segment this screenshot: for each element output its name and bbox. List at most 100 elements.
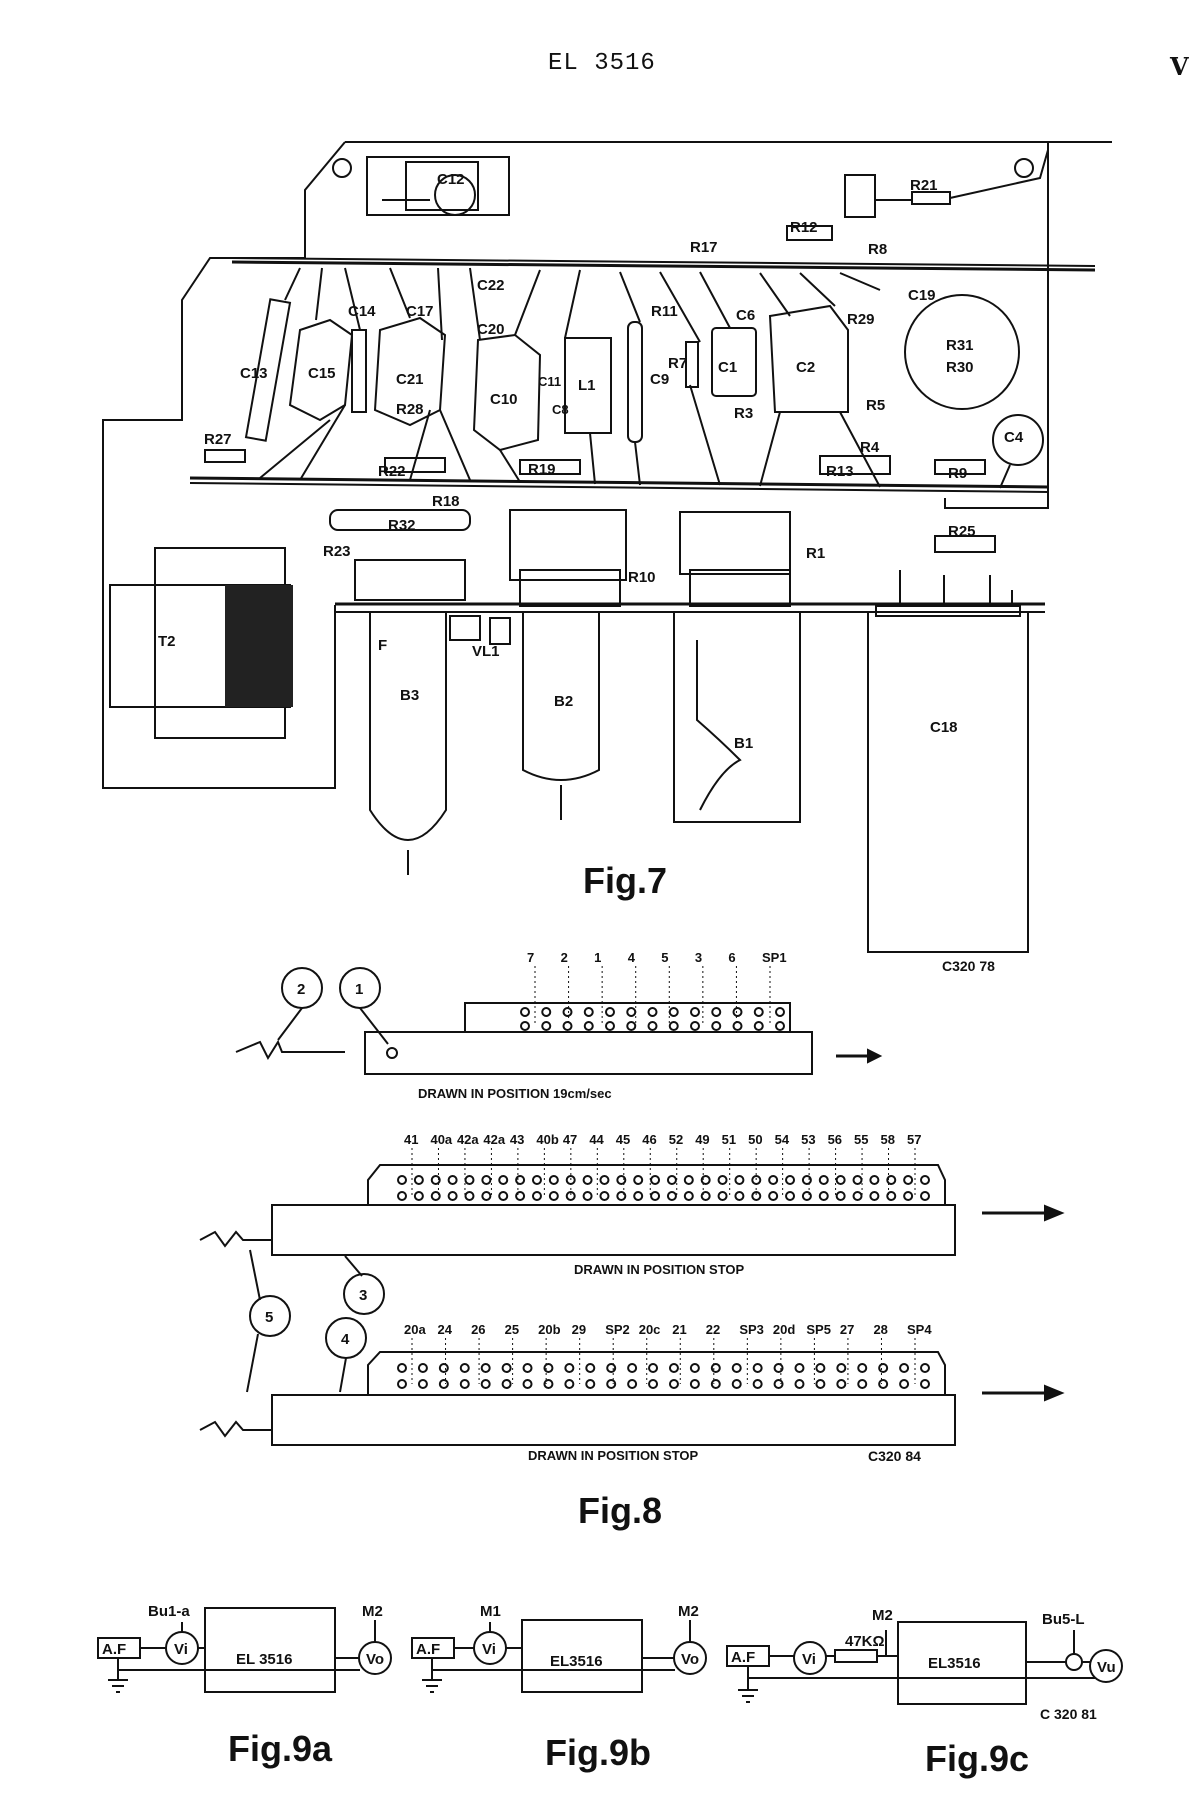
slider3-contact-dot	[564, 1379, 575, 1389]
label-C9: C9	[650, 371, 669, 388]
page-number: V	[1170, 52, 1190, 81]
slider3-contact-dot	[543, 1379, 554, 1389]
slider2-pin-label: 56	[828, 1132, 842, 1147]
fig7-labels: C12 R21 R12 R8 R17 C22 C14 C17 C20 R11 C…	[158, 171, 1024, 752]
slider3-contact-dot	[522, 1379, 533, 1389]
slider3-contact-dot	[438, 1363, 449, 1373]
slider2-contact-dot	[734, 1175, 745, 1185]
slider1-contact-dot	[690, 1021, 700, 1031]
circle-label-4: 4	[341, 1331, 350, 1348]
slider3-contact-dot	[480, 1363, 491, 1373]
slider1-contact-dot	[626, 1021, 637, 1031]
label-C14: C14	[348, 303, 376, 320]
label-R13: R13	[826, 463, 854, 480]
fig9a-out-tag: M2	[362, 1603, 383, 1620]
label-R3: R3	[734, 405, 753, 422]
slider2-contact-dot	[616, 1175, 627, 1185]
label-R32: R32	[388, 517, 416, 534]
slider2-pin-label: 45	[616, 1132, 630, 1147]
slider3-contact-dot	[815, 1363, 826, 1373]
slider1-contact-dot	[753, 1007, 764, 1017]
fig8-text: DRAWN IN POSITION 19cm/sec DRAWN IN POSI…	[265, 981, 745, 1463]
slider2-contact-dot	[852, 1191, 863, 1201]
slider2-pin-label: 44	[589, 1132, 604, 1147]
slider3-pin-label: 25	[505, 1322, 519, 1337]
slider2-contact-dot	[413, 1175, 424, 1185]
slider2-contact-dot	[650, 1191, 661, 1201]
slider2-contact-dot	[920, 1175, 930, 1185]
label-R1: R1	[806, 545, 825, 562]
slider2-contact-dot	[650, 1175, 661, 1185]
fig9b-out-tag: M2	[678, 1603, 699, 1620]
label-R21: R21	[910, 177, 938, 194]
slider2-contact-dot	[666, 1191, 677, 1201]
slider2-contact-dot	[886, 1175, 897, 1185]
slider1-contact-dot	[732, 1007, 743, 1017]
fig9-drawing	[97, 1607, 1123, 1705]
slider2-pin-label: 58	[881, 1132, 895, 1147]
slider1-contact-dot	[520, 1021, 530, 1031]
slider1-contact-dot	[647, 1021, 658, 1031]
slider1-pin-label: SP1	[762, 950, 787, 965]
slider3-contact-dot	[710, 1363, 721, 1373]
slider2-pin-label: 49	[695, 1132, 709, 1147]
slider2-contact-dot	[818, 1191, 829, 1201]
slider3-contact-dot	[920, 1379, 930, 1389]
slider3-contact-dot	[417, 1379, 428, 1389]
label-C4: C4	[1004, 429, 1024, 446]
slider3-contact-dot	[773, 1379, 784, 1389]
fig9a-source: A.F	[102, 1641, 126, 1658]
label-R27: R27	[204, 431, 232, 448]
fig9c-title: Fig.9c	[925, 1738, 1030, 1779]
slider2-contact-dot	[481, 1175, 492, 1185]
label-C17: C17	[406, 303, 434, 320]
slider3-contact-dot	[794, 1379, 805, 1389]
fig9a-in-tag: Bu1-a	[148, 1603, 190, 1620]
fig9b-box: EL3516	[550, 1653, 603, 1670]
label-C10: C10	[490, 391, 518, 408]
slider2-contact-dot	[430, 1175, 441, 1185]
label-C12: C12	[437, 171, 465, 188]
slider1-contact-dot	[605, 1007, 615, 1017]
slider3-contact-dot	[794, 1363, 805, 1373]
label-R29: R29	[847, 311, 875, 328]
slider1-contact-dot	[732, 1021, 743, 1031]
slider2-contact-dot	[700, 1191, 711, 1201]
slider2-contact-dot	[447, 1175, 458, 1185]
slider3-contact-dot	[731, 1379, 742, 1389]
fig9c-vi: Vi	[802, 1651, 816, 1668]
slider2-contact-dot	[633, 1191, 644, 1201]
slider2-contact-dot	[801, 1175, 812, 1185]
slider2-contact-dot	[717, 1175, 728, 1185]
slider2-contact-dot	[616, 1191, 627, 1201]
slider2-contact-dot	[835, 1191, 846, 1201]
slider2-contact-dot	[852, 1175, 863, 1185]
slider2-contact-dot	[548, 1191, 559, 1201]
slider1-pin-label: 6	[728, 950, 735, 965]
slider3-contact-dot	[878, 1379, 889, 1389]
fig8-title: Fig.8	[578, 1490, 663, 1531]
slider3-contact-dot	[731, 1363, 742, 1373]
label-C19: C19	[908, 287, 936, 304]
label-C6: C6	[736, 307, 755, 324]
slider3-contact-dot	[417, 1363, 428, 1373]
label-VL1: VL1	[472, 643, 500, 660]
slider3-contact-dot	[857, 1379, 868, 1389]
fig9c-code: C 320 81	[1040, 1706, 1097, 1722]
slider2-contact-dot	[920, 1191, 930, 1201]
slider2-contact-dot	[582, 1191, 593, 1201]
slider2-contact-dot	[751, 1175, 762, 1185]
slider3-pin-label: 26	[471, 1322, 485, 1337]
slider2-pin-label: 41	[404, 1132, 418, 1147]
slider1-contact-dot	[775, 1021, 785, 1031]
slider2-pin-label: 42a	[457, 1132, 479, 1147]
fig8-drawing	[199, 967, 1065, 1446]
slider2-pin-label: 43	[510, 1132, 524, 1147]
fig9c-vu: Vu	[1097, 1659, 1116, 1676]
slider2-pin-label: 47	[563, 1132, 577, 1147]
slider3-contact-dot	[438, 1379, 449, 1389]
slider1-contact-dot	[690, 1007, 700, 1017]
slider2-contact-dot	[531, 1175, 542, 1185]
slider1-contact-dot	[583, 1021, 594, 1031]
